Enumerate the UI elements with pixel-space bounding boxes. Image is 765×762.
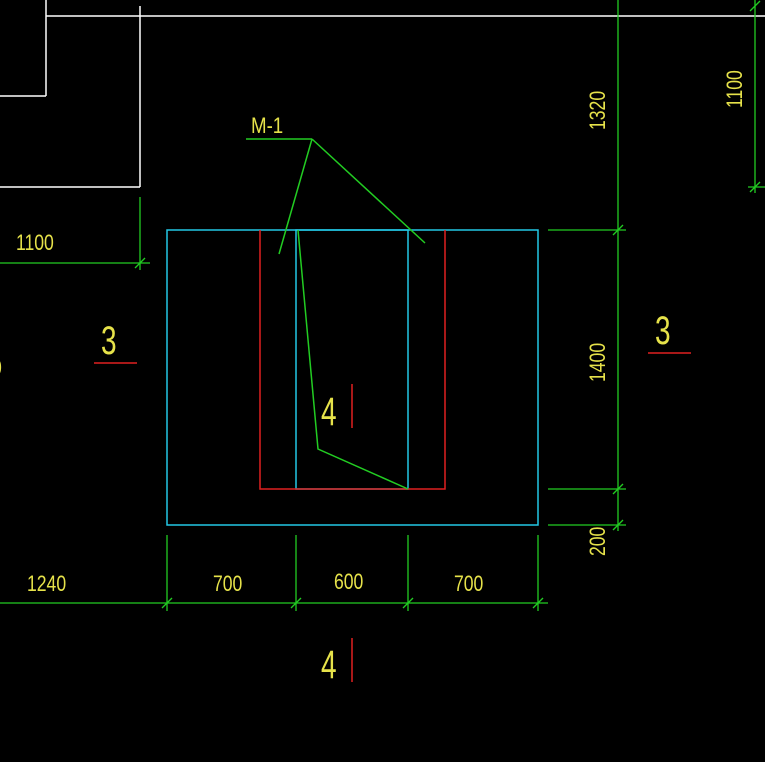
inner-door-outline[interactable] xyxy=(295,229,409,490)
dimension-tick xyxy=(612,483,624,495)
left-edge-fragment-label: 0 xyxy=(0,356,2,380)
dimension-top-left xyxy=(0,197,150,270)
dimension-value-bottom-1: 700 xyxy=(213,572,242,596)
dimension-tick xyxy=(532,597,544,609)
dimension-value-top-right: 1100 xyxy=(723,70,747,108)
leader-line xyxy=(278,138,313,255)
door-tag-label: M-1 xyxy=(251,115,283,139)
section-label-left: 3 xyxy=(101,319,117,363)
leader-line xyxy=(311,138,426,244)
red-wall-line[interactable] xyxy=(259,230,446,490)
section-label-right: 3 xyxy=(655,309,671,353)
dimension-tick xyxy=(290,597,302,609)
existing-wall-outlines xyxy=(0,0,765,188)
dimension-tick xyxy=(749,181,761,193)
door-swing xyxy=(297,229,409,490)
dimension-right-chain xyxy=(548,0,626,531)
outer-pit-outline[interactable] xyxy=(166,229,539,526)
section-label-bottom: 4 xyxy=(321,643,337,687)
door-tag-leader xyxy=(246,138,426,255)
dimension-tick xyxy=(402,597,414,609)
dimension-tick xyxy=(749,0,761,12)
section-markers xyxy=(94,352,691,682)
dimension-tick xyxy=(612,519,624,531)
dimension-top-right xyxy=(748,0,765,193)
dimension-value-right-lower: 200 xyxy=(586,527,610,556)
dimension-value-right-middle: 1400 xyxy=(586,343,610,382)
dimension-bottom-chain xyxy=(0,535,548,611)
dimension-value-right-upper: 1320 xyxy=(586,91,610,130)
door-swing-line xyxy=(297,229,409,490)
section-label-center: 4 xyxy=(321,390,337,434)
dimension-value-bottom-2: 600 xyxy=(334,570,363,594)
dimension-value-bottom-left: 1240 xyxy=(27,572,66,596)
dimension-value-bottom-3: 700 xyxy=(454,572,483,596)
dimension-value-top-left: 1100 xyxy=(16,231,54,255)
dimension-tick xyxy=(612,224,624,236)
dimension-tick xyxy=(161,597,173,609)
dimension-tick xyxy=(134,257,146,269)
